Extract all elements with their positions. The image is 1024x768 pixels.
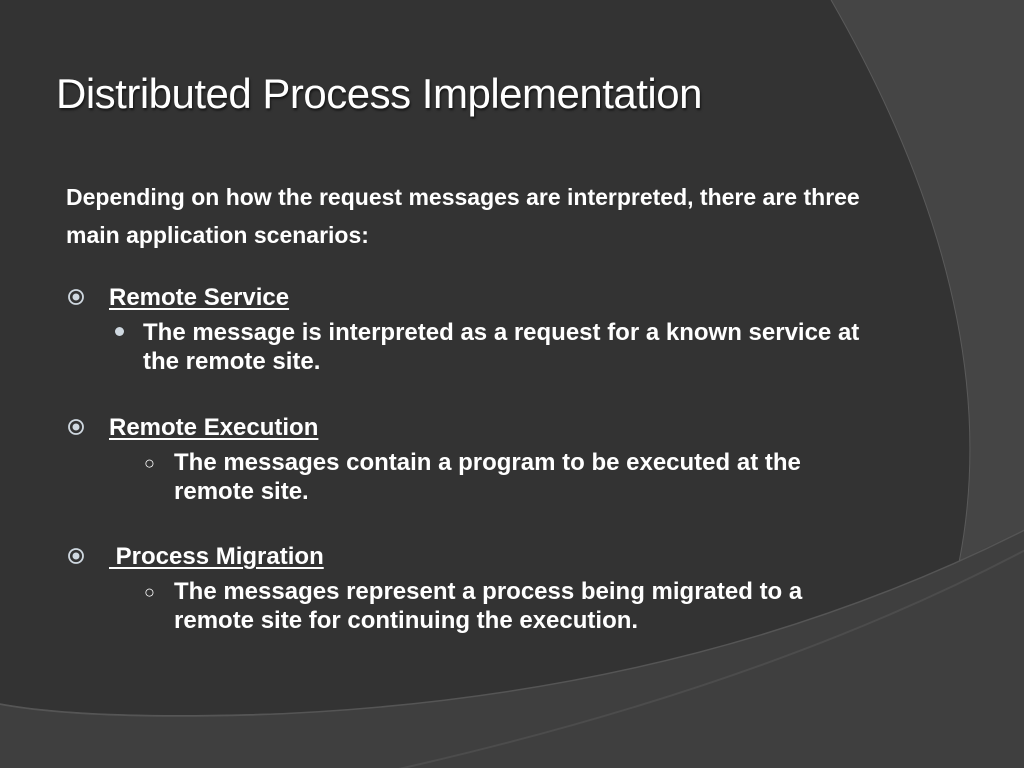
filled-dot-icon xyxy=(115,327,124,336)
section-heading: Remote Service xyxy=(109,284,290,311)
target-bullet-icon xyxy=(68,548,84,564)
section-remote-service: Remote Service The message is interprete… xyxy=(66,284,886,376)
section-heading-row: Remote Execution xyxy=(66,414,886,444)
section-remote-execution: Remote Execution ○ The messages contain … xyxy=(66,414,886,506)
sub-bullet-text: The message is interpreted as a request … xyxy=(143,319,860,375)
hollow-circle-icon: ○ xyxy=(144,582,155,602)
sub-bullet-item: ○ The messages contain a program to be e… xyxy=(144,448,874,506)
sub-bullet-text: The messages represent a process being m… xyxy=(174,578,803,634)
section-heading-row: Process Migration xyxy=(66,543,886,573)
sub-bullet-text: The messages contain a program to be exe… xyxy=(174,449,801,505)
slide-title: Distributed Process Implementation xyxy=(56,70,702,117)
target-bullet-icon xyxy=(68,419,84,435)
section-heading: Process Migration xyxy=(109,543,324,570)
section-heading-row: Remote Service xyxy=(66,284,886,314)
section-heading: Remote Execution xyxy=(109,414,319,441)
sub-bullet-item: ○ The messages represent a process being… xyxy=(144,577,874,635)
sub-bullet-item: The message is interpreted as a request … xyxy=(115,318,863,376)
hollow-circle-icon: ○ xyxy=(144,453,155,473)
section-process-migration: Process Migration ○ The messages represe… xyxy=(66,543,886,635)
target-bullet-icon xyxy=(68,289,84,305)
intro-paragraph: Depending on how the request messages ar… xyxy=(66,184,860,248)
